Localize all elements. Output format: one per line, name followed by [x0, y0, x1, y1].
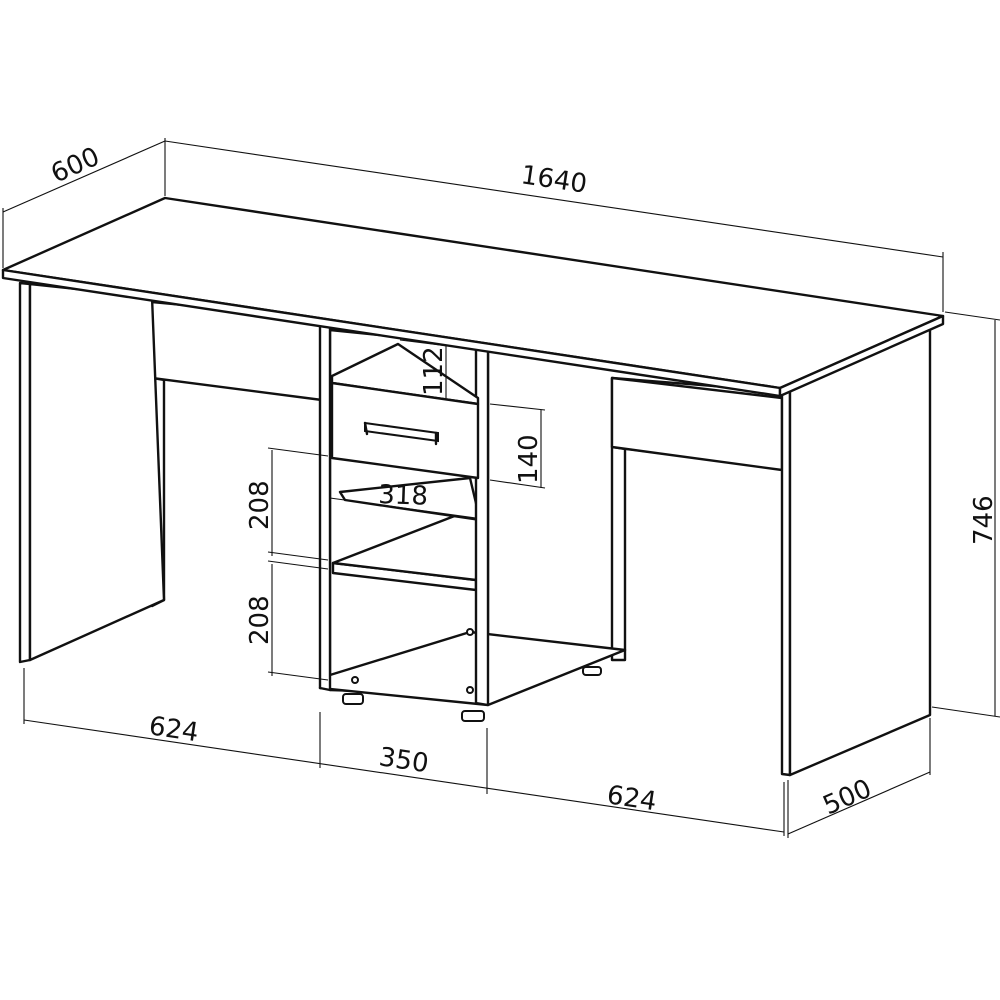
foot-back-right [582, 666, 602, 676]
foot-front-left [342, 693, 364, 705]
right-leg-face [788, 325, 932, 777]
ext-208-mid2 [267, 560, 329, 570]
ext-208-bottom [267, 671, 329, 681]
label-leg-depth: 500 [819, 774, 877, 822]
shelf-pin-1 [466, 628, 474, 636]
label-right-span: 624 [605, 780, 659, 817]
foot-front-right [461, 710, 485, 722]
drawer-handle-left-post [363, 421, 369, 436]
dimline-600 [2, 140, 166, 213]
shelf-pin-3 [351, 676, 359, 684]
label-shelf-upper: 208 [245, 480, 275, 530]
left-leg-face [28, 282, 166, 662]
shelf-pin-2 [466, 686, 474, 694]
ext-112-top [399, 339, 449, 347]
label-top-depth: 600 [47, 142, 105, 190]
dimline-spans [23, 719, 785, 833]
right-inner-panel [610, 445, 627, 662]
label-height: 746 [969, 495, 999, 545]
left-leg-panel [18, 281, 32, 664]
label-drawer-height: 140 [514, 434, 544, 484]
label-left-span: 624 [147, 711, 201, 748]
ext-746-bottom [931, 706, 1000, 718]
cabinet-left-side [318, 324, 332, 692]
ext-208-mid [267, 551, 329, 561]
dimline-500 [787, 771, 931, 835]
dimline-1640 [164, 140, 944, 258]
ext-140-bottom [489, 479, 546, 489]
tabletop-side-edge [778, 314, 945, 398]
label-top-width: 1640 [519, 160, 589, 199]
ext-140-top [489, 403, 546, 411]
label-middle-span: 350 [377, 742, 431, 779]
label-shelf-lower: 208 [245, 595, 275, 645]
ext-746-top [944, 311, 1000, 321]
ext-208-top [267, 447, 329, 457]
label-inner-width: 318 [378, 480, 429, 512]
label-niche-height: 112 [419, 346, 449, 396]
dimline-318 [329, 497, 477, 519]
